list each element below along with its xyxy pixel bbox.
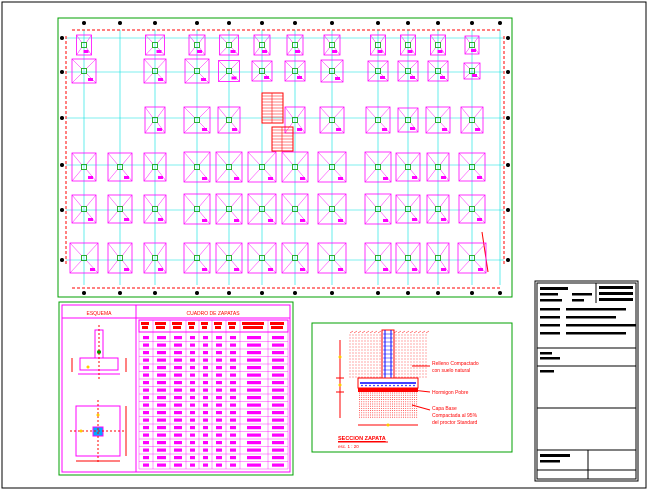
sketch-plan	[70, 400, 127, 462]
note-backfill-2: con suelo natural	[432, 368, 470, 374]
note-base-3: del proctor Standard	[432, 420, 478, 426]
footing	[218, 60, 240, 82]
plan-grid-lines	[66, 30, 504, 285]
footing	[145, 34, 165, 56]
note-base-1: Capa Base	[432, 406, 457, 412]
footing	[107, 242, 133, 274]
footing	[397, 107, 419, 133]
footing	[364, 151, 392, 183]
footing	[217, 106, 241, 134]
title-block-frame	[534, 280, 639, 482]
footing	[426, 242, 450, 274]
footing	[320, 59, 344, 83]
footing	[76, 34, 92, 56]
footing	[426, 194, 450, 224]
lean-concrete	[358, 388, 418, 392]
footing	[219, 34, 239, 56]
plan-footings	[69, 34, 487, 274]
footing	[364, 242, 392, 274]
footing	[184, 58, 210, 84]
title-block	[534, 280, 639, 482]
stair-block	[261, 92, 294, 152]
footing	[251, 60, 273, 82]
footing	[247, 193, 277, 225]
soil-hatch	[349, 330, 430, 418]
footing	[107, 194, 133, 224]
schedule-frame	[58, 301, 294, 476]
footing	[319, 106, 345, 134]
footing-schedule-table	[138, 319, 289, 470]
footing	[365, 106, 391, 134]
section-scale: esc. 1 : 20	[338, 444, 359, 449]
footing	[395, 242, 421, 274]
footing	[247, 151, 277, 183]
note-base-2: Compactada al 95%	[432, 413, 478, 419]
footing-plan	[57, 17, 513, 298]
footing	[364, 193, 392, 225]
schedule-panel: ESQUEMA CUADRO DE ZAPATAS	[58, 301, 294, 476]
note-backfill-1: Relleno Compactado	[432, 361, 479, 367]
footing	[286, 34, 304, 56]
footing	[247, 242, 277, 274]
footing	[281, 193, 309, 225]
footing	[183, 151, 211, 183]
footing	[143, 242, 167, 274]
plan-frame	[57, 17, 513, 298]
footing	[215, 151, 243, 183]
footing	[458, 152, 486, 182]
footing	[253, 34, 271, 56]
footing	[69, 242, 99, 274]
footing	[143, 152, 167, 182]
footing	[317, 242, 347, 274]
schedule-title: CUADRO DE ZAPATAS	[186, 311, 240, 317]
footing	[317, 193, 347, 225]
footing	[400, 34, 416, 56]
footing	[143, 58, 167, 84]
footing	[281, 151, 309, 183]
footing	[317, 151, 347, 183]
footing	[463, 62, 481, 80]
sketch-elevation	[71, 325, 127, 380]
footing	[430, 34, 446, 56]
footing	[464, 35, 480, 55]
footing	[284, 106, 306, 134]
footing	[281, 242, 309, 274]
footing	[370, 34, 386, 56]
footing	[458, 194, 486, 224]
footing	[71, 194, 97, 224]
footing	[426, 152, 450, 182]
footing	[395, 194, 421, 224]
footing	[107, 152, 133, 182]
footing	[284, 60, 306, 82]
footing	[183, 242, 211, 274]
footing	[460, 106, 484, 134]
footing	[457, 242, 487, 274]
footing	[143, 194, 167, 224]
section-title: SECCION ZAPATA	[338, 436, 386, 442]
footing	[71, 152, 97, 182]
footing	[215, 242, 243, 274]
section-frame	[311, 322, 513, 453]
footing	[425, 106, 451, 134]
sketch-title: ESQUEMA	[86, 311, 112, 317]
footing	[188, 34, 206, 56]
footing	[71, 58, 97, 84]
footing	[215, 193, 243, 225]
plan-axis-bubbles	[60, 21, 510, 295]
footing	[183, 106, 211, 134]
footing	[144, 106, 166, 134]
footing	[427, 60, 449, 82]
note-lean-concrete: Hormigon Pobre	[432, 390, 469, 396]
plan-dimension-lines	[65, 29, 505, 289]
section-panel: Relleno Compactado con suelo natural Hor…	[311, 322, 513, 453]
footing	[395, 152, 421, 182]
footing	[397, 60, 419, 82]
footing	[183, 193, 211, 225]
footing	[323, 34, 341, 56]
footing	[367, 60, 389, 82]
